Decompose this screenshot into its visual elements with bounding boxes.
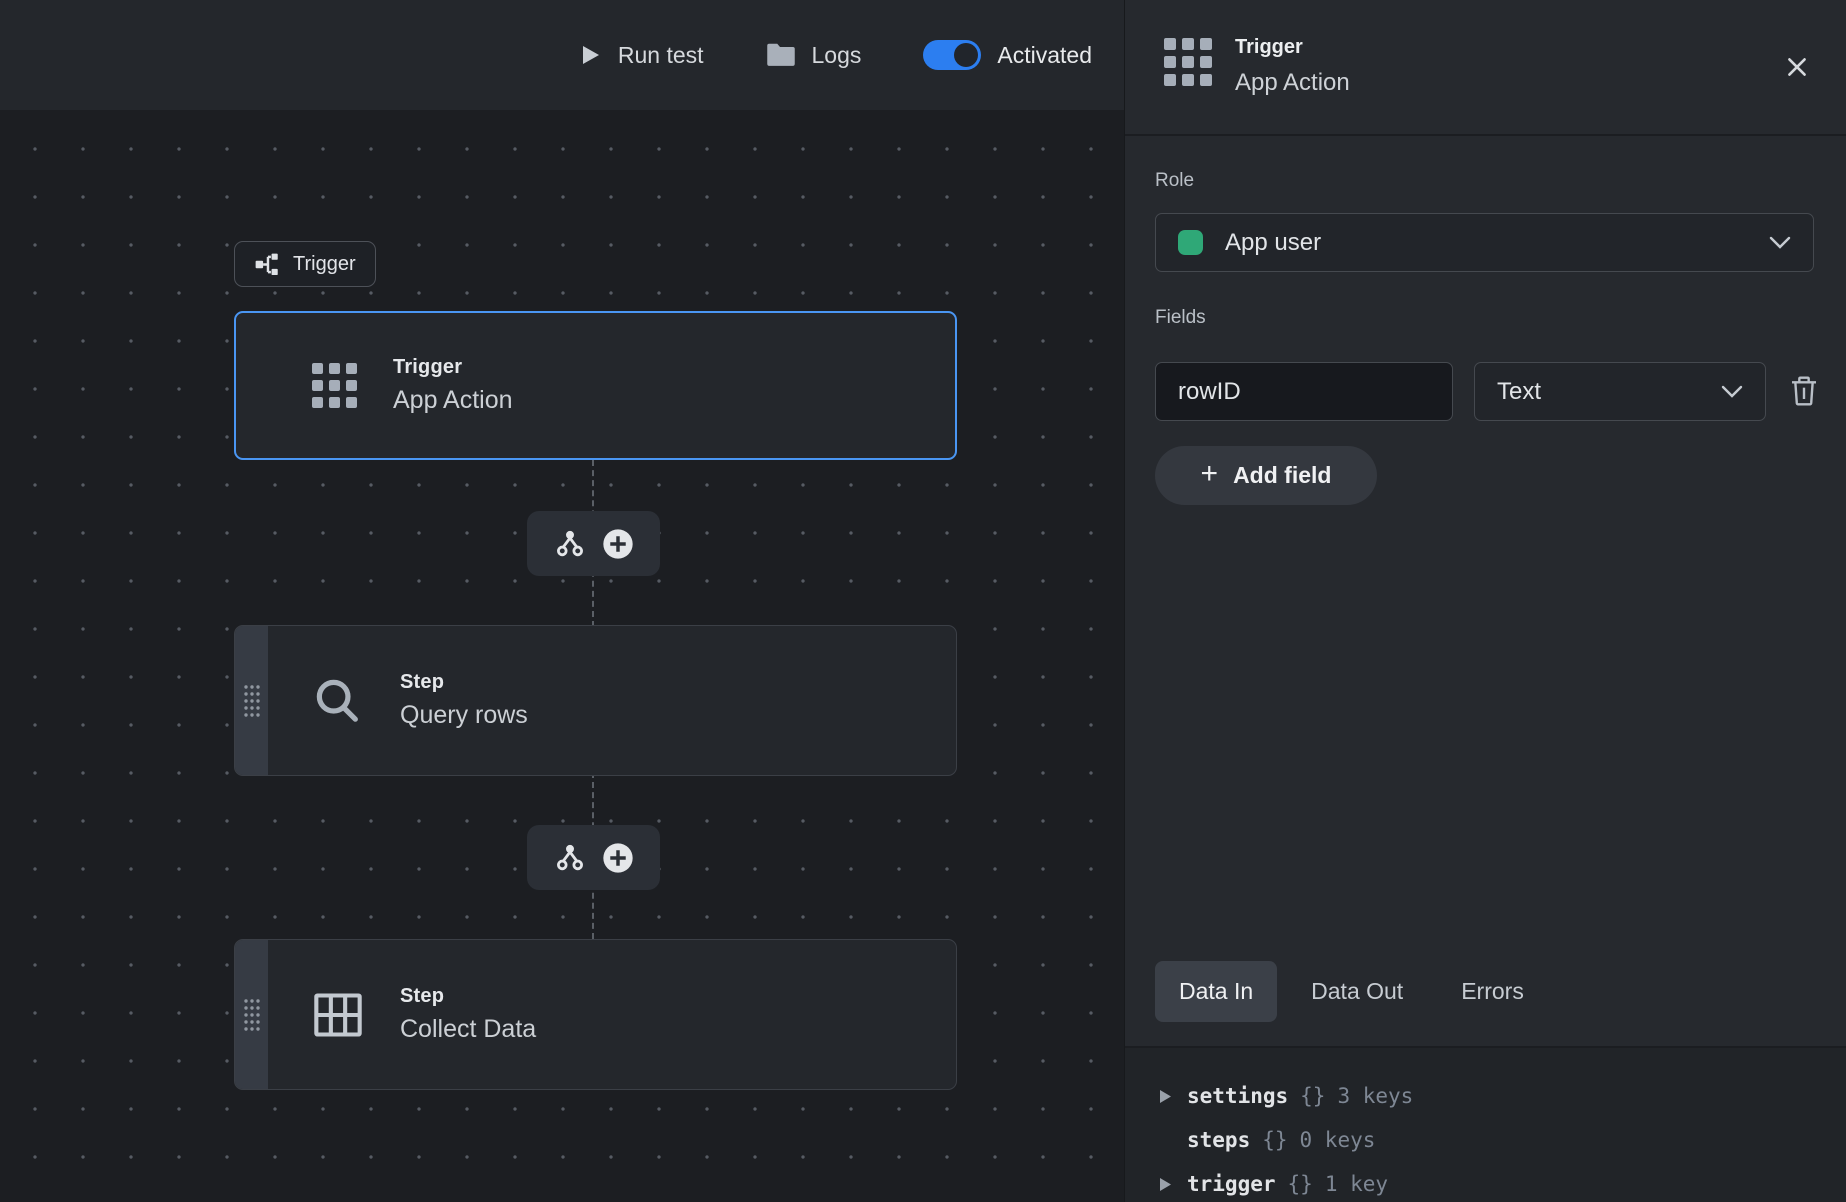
add-field-label: Add field	[1233, 462, 1332, 488]
flow-branch-icon	[254, 251, 280, 277]
branch-icon[interactable]	[554, 528, 586, 560]
tree-braces: {}	[1300, 1084, 1326, 1108]
connector-actions	[527, 511, 660, 576]
node-name: Collect Data	[400, 1015, 537, 1043]
role-value: App user	[1225, 228, 1322, 256]
table-icon	[312, 990, 364, 1040]
divider	[1125, 1046, 1846, 1048]
tree-count: 3 keys	[1337, 1084, 1414, 1108]
activated-label: Activated	[997, 41, 1092, 68]
node-name: App Action	[393, 386, 513, 414]
toggle-knob	[954, 43, 979, 67]
grid-icon	[312, 363, 357, 408]
node-settings-panel: Trigger App Action Role App user Fields …	[1124, 0, 1846, 1202]
tab-errors[interactable]: Errors	[1461, 978, 1524, 1004]
workflow-editor: Run test Logs Activated	[0, 0, 1124, 1202]
expand-arrow-icon[interactable]	[1159, 1089, 1187, 1104]
tree-count: 0 keys	[1299, 1128, 1376, 1152]
field-type-value: Text	[1497, 377, 1542, 405]
chevron-down-icon	[1721, 385, 1743, 398]
role-select[interactable]: App user	[1155, 213, 1814, 272]
node-step-collect-data[interactable]: Step Collect Data	[234, 939, 957, 1090]
fields-label: Fields	[1155, 307, 1206, 328]
logs-label: Logs	[811, 41, 862, 68]
node-trigger-app-action[interactable]: Trigger App Action	[234, 311, 957, 460]
node-step-query-rows[interactable]: Step Query rows	[234, 625, 957, 776]
panel-node-kind: Trigger	[1235, 36, 1303, 58]
play-icon	[578, 43, 602, 67]
data-tabs: Data In Data Out Errors	[1155, 961, 1548, 1022]
add-step-icon[interactable]	[602, 528, 634, 560]
role-label: Role	[1155, 170, 1195, 191]
run-test-label: Run test	[617, 41, 704, 68]
search-icon	[312, 675, 364, 727]
data-in-viewer: settings {} 3 keys steps {} 0 keys trigg…	[1125, 1048, 1846, 1202]
trash-icon[interactable]	[1789, 375, 1819, 407]
role-color-swatch	[1178, 230, 1203, 255]
drag-handle[interactable]	[235, 940, 268, 1089]
add-step-icon[interactable]	[602, 842, 634, 874]
field-type-select[interactable]: Text	[1474, 362, 1766, 421]
chevron-down-icon	[1769, 236, 1791, 249]
divider	[1125, 134, 1846, 136]
logs-button[interactable]: Logs	[766, 41, 862, 69]
trigger-badge[interactable]: Trigger	[234, 241, 376, 287]
workflow-canvas[interactable]: Trigger Trigger App Action	[0, 110, 1124, 1202]
trigger-badge-label: Trigger	[293, 252, 356, 275]
tree-row-steps[interactable]: steps {} 0 keys	[1159, 1118, 1816, 1162]
close-icon[interactable]	[1782, 52, 1812, 82]
node-kind: Trigger	[393, 356, 463, 378]
grid-icon	[1164, 38, 1212, 86]
activated-control: Activated	[923, 40, 1092, 70]
drag-handle[interactable]	[235, 626, 268, 775]
panel-header: Trigger App Action	[1125, 0, 1846, 134]
node-name: Query rows	[400, 701, 528, 729]
node-kind: Step	[400, 671, 445, 693]
expand-arrow-icon[interactable]	[1159, 1177, 1187, 1192]
folder-icon	[766, 42, 796, 68]
activated-toggle[interactable]	[923, 40, 982, 70]
tree-braces: {}	[1262, 1128, 1288, 1152]
node-kind: Step	[400, 985, 445, 1007]
tree-key: settings	[1187, 1084, 1289, 1108]
branch-icon[interactable]	[554, 842, 586, 874]
tree-key: steps	[1187, 1128, 1251, 1152]
tree-count: 1 key	[1324, 1172, 1389, 1196]
tree-key: trigger	[1187, 1172, 1276, 1196]
tab-data-out[interactable]: Data Out	[1311, 978, 1404, 1004]
run-test-button[interactable]: Run test	[578, 42, 704, 69]
connector-actions	[527, 825, 660, 890]
tree-braces: {}	[1287, 1172, 1313, 1196]
field-name-input[interactable]	[1155, 362, 1453, 421]
add-field-button[interactable]: + Add field	[1155, 446, 1377, 505]
plus-icon: +	[1200, 457, 1219, 490]
topbar: Run test Logs Activated	[0, 0, 1124, 110]
panel-node-name: App Action	[1235, 69, 1350, 96]
tab-data-in[interactable]: Data In	[1155, 961, 1278, 1022]
tree-row-settings[interactable]: settings {} 3 keys	[1159, 1074, 1816, 1118]
tree-row-trigger[interactable]: trigger {} 1 key	[1159, 1162, 1816, 1202]
